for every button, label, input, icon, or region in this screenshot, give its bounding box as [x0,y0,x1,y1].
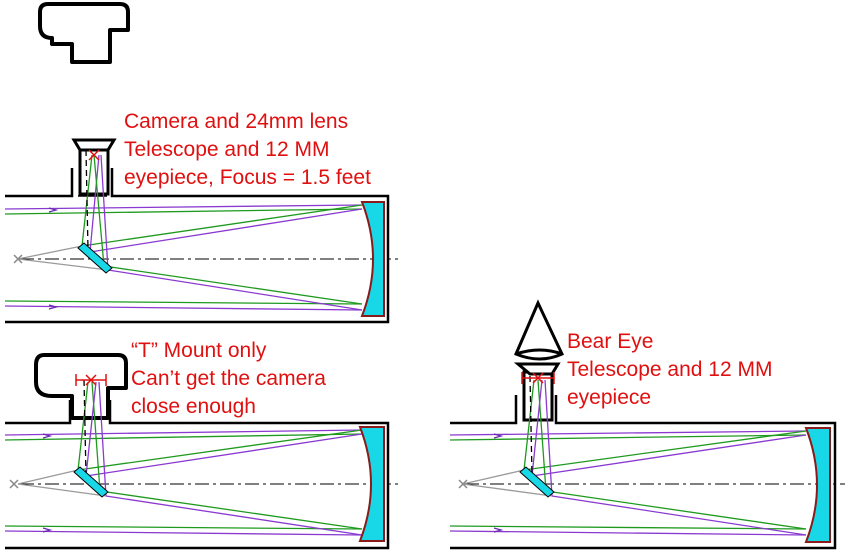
camera-on-t-mount-icon [34,353,128,420]
ray-arrows [48,207,59,310]
light-rays [4,149,363,311]
caption-line: Telescope and 12 MM [567,358,773,381]
secondary-mirror [73,466,109,498]
caption-bare-eye: Bear Eye Telescope and 12 MM eyepiece [567,328,772,412]
telescope-panel-3 [449,299,845,550]
telescope-panel-2 [4,353,398,550]
caption-line: Telescope and 12 MM [124,138,330,161]
eye-icon [514,299,565,361]
caption-line: Can’t get the camera [131,367,326,390]
camera-body-icon [38,2,130,64]
ray-arrows [42,433,53,533]
secondary-mirror [77,242,113,274]
telescope-panel-1 [4,138,398,324]
telescope-tube [5,168,390,324]
eyepiece-holder [71,138,117,196]
caption-line: Camera and 24mm lens [124,110,349,133]
caption-line: eyepiece, Focus = 1.5 feet [124,166,371,189]
caption-line: Bear Eye [567,330,654,353]
caption-line: “T” Mount only [131,339,267,362]
caption-line: eyepiece [567,386,652,409]
primary-mirror [360,201,385,317]
focal-point-mark [13,254,23,264]
caption-line: close enough [131,395,256,418]
primary-mirror [358,426,385,542]
focus-mark [75,374,107,386]
telescope-tube [450,395,837,550]
light-rays [449,375,807,536]
light-rays [4,379,363,536]
focal-point-mark [458,479,468,489]
caption-camera-lens: Camera and 24mm lens Telescope and 12 MM… [124,108,371,192]
eyepiece-holder [513,362,561,422]
ray-arrows [493,433,504,533]
focus-mark [88,149,100,161]
secondary-mirror [519,466,555,498]
caption-t-mount: “T” Mount only Can’t get the camera clos… [131,337,326,421]
focus-mark [521,372,555,384]
primary-mirror [804,427,831,543]
focal-point-mark [9,479,19,489]
